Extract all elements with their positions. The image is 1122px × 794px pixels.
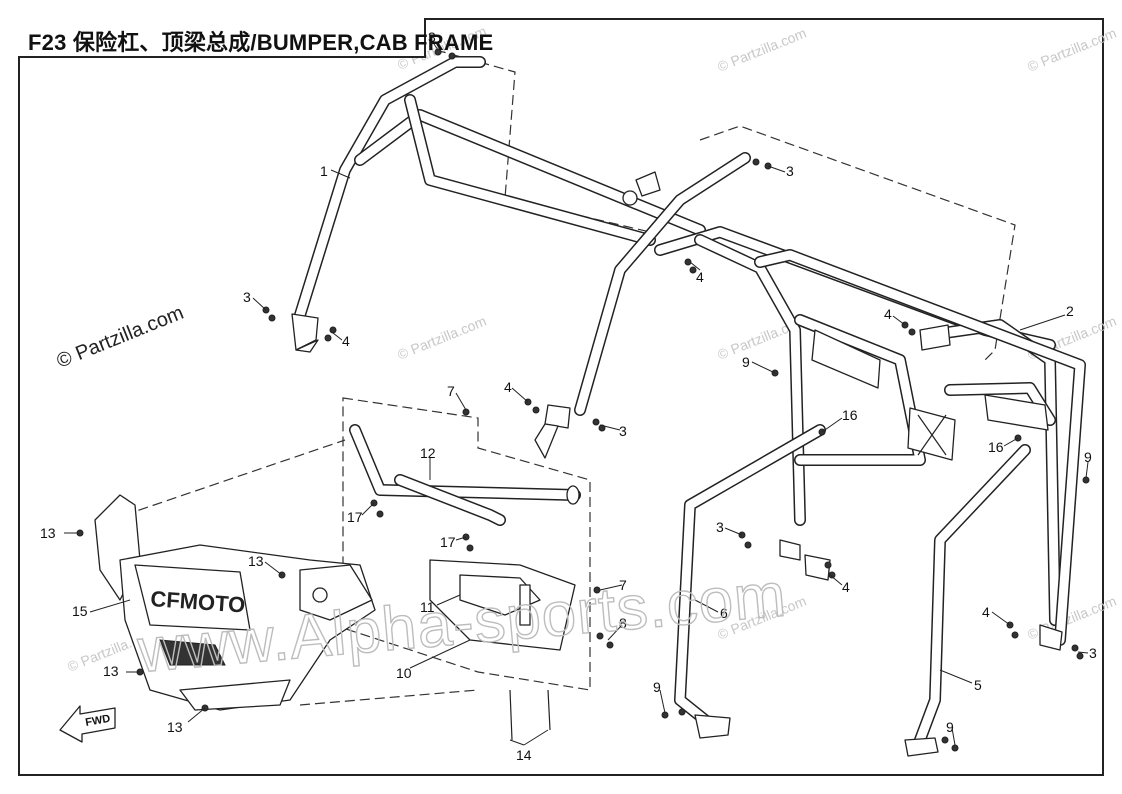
callout-labels: 1 2 3 3 3 3 3 3 4 4 4 4 4 4 5 6 7 7 8 9 … <box>40 29 1097 763</box>
callout-2: 2 <box>1066 303 1074 319</box>
front-foot-left <box>295 339 319 353</box>
callout-9: 9 <box>653 679 661 695</box>
front-bumper-assembly <box>349 424 581 741</box>
watermark-partzilla: © Partzilla.com <box>1025 593 1118 643</box>
callout-16: 16 <box>842 407 858 423</box>
side-bars <box>674 424 1031 757</box>
fwd-direction: FWD <box>59 705 116 743</box>
bolt-14a <box>509 689 513 741</box>
callout-4: 4 <box>884 306 892 322</box>
side-bar-foot-right <box>904 737 939 757</box>
callout-6: 6 <box>720 605 728 621</box>
callout-4: 4 <box>504 379 512 395</box>
diagram-title: F23 保险杠、顶梁总成/BUMPER,CAB FRAME <box>28 30 494 55</box>
grille-link-dash <box>109 439 346 521</box>
tab-hole <box>622 190 638 206</box>
bracket-leg <box>519 584 531 626</box>
callout-4: 4 <box>842 579 850 595</box>
callout-13: 13 <box>103 663 119 679</box>
callout-4: 4 <box>342 333 350 349</box>
callout-1: 1 <box>320 163 328 179</box>
grille-vent <box>159 639 226 666</box>
bolt-14b <box>547 689 551 731</box>
callout-3: 3 <box>786 163 794 179</box>
callout-3: 3 <box>243 289 251 305</box>
watermark-partzilla: © Partzilla.com <box>395 313 488 363</box>
callout-3: 3 <box>428 29 436 45</box>
title-box: F23 保险杠、顶梁总成/BUMPER,CAB FRAME <box>18 18 493 58</box>
rear-hole-plate-right <box>984 394 1049 431</box>
fwd-arrow-icon <box>59 705 116 743</box>
dashed-outlines <box>109 49 1016 706</box>
fwd-label: FWD <box>84 713 111 729</box>
bumper-tube-end <box>566 485 580 505</box>
rear-mount-left <box>804 554 831 581</box>
front-mount-plate-right <box>544 404 571 429</box>
callout-7: 7 <box>619 577 627 593</box>
roof-tab <box>635 171 661 197</box>
callout-4: 4 <box>696 269 704 285</box>
skid-plate <box>179 679 291 711</box>
bumper-assembly-dash <box>342 397 591 691</box>
callout-17: 17 <box>347 509 363 525</box>
front-roll-bar <box>291 56 751 459</box>
callout-5: 5 <box>974 677 982 693</box>
watermark-partzilla: © Partzilla.com <box>1025 25 1118 75</box>
callout-3: 3 <box>716 519 724 535</box>
callout-13: 13 <box>167 719 183 735</box>
headlight-lens <box>312 587 328 603</box>
callout-3: 3 <box>619 423 627 439</box>
rear-top-tab <box>919 324 951 351</box>
side-bar-foot-left <box>694 714 731 739</box>
callout-11: 11 <box>420 599 435 615</box>
front-grille: CFMOTO <box>94 494 376 711</box>
rear-roof-dash <box>699 125 1016 361</box>
rear-roll-cage <box>654 226 1086 651</box>
watermark-partzilla: © Partzilla.com <box>715 25 808 75</box>
callout-9: 9 <box>946 719 954 735</box>
rear-foot-left <box>779 539 801 561</box>
grille-logo-panel <box>134 564 251 631</box>
callout-8: 8 <box>619 615 627 631</box>
callout-17: 17 <box>440 534 456 550</box>
watermark-partzilla-main: © Partzilla.com <box>54 302 187 373</box>
rear-mount-right <box>1039 624 1063 651</box>
callout-4: 4 <box>982 604 990 620</box>
skid-link-dash <box>299 689 479 706</box>
callout-15: 15 <box>72 603 88 619</box>
callout-13: 13 <box>248 553 264 569</box>
callout-16: 16 <box>988 439 1004 455</box>
callout-9: 9 <box>742 354 750 370</box>
headlight-right <box>299 564 373 621</box>
drawing-frame <box>18 18 1104 776</box>
callout-10: 10 <box>396 665 412 681</box>
rear-hole-plate-left <box>811 329 881 389</box>
callout-3: 3 <box>1089 645 1097 661</box>
front-foot-right <box>534 423 559 459</box>
callout-9: 9 <box>1084 449 1092 465</box>
callout-7: 7 <box>447 383 455 399</box>
callout-14: 14 <box>516 747 532 763</box>
leader-lines <box>64 37 1089 746</box>
front-mount-plate-left <box>291 313 319 351</box>
callout-12: 12 <box>420 445 436 461</box>
callout-13: 13 <box>40 525 56 541</box>
